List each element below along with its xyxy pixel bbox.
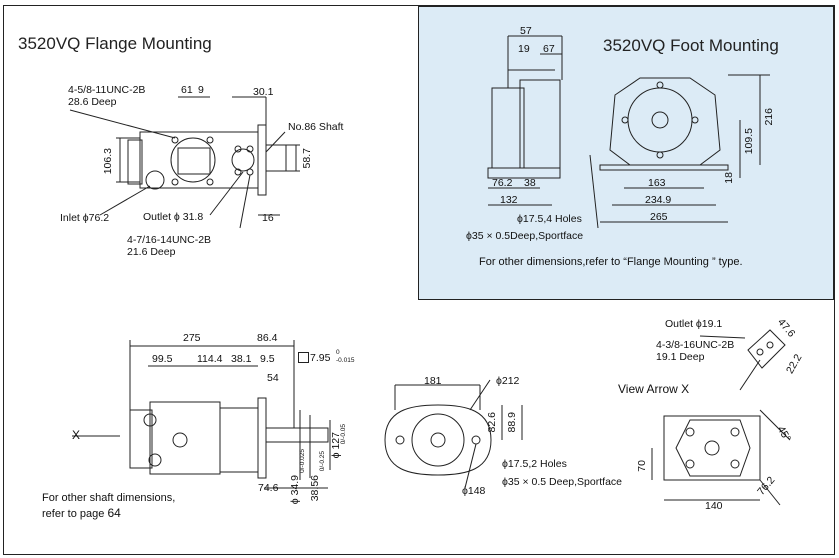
side-note-line2: refer to page 64 [42,506,121,520]
side-note-text: refer to page [42,508,105,520]
flange-dim-61: 61 [181,84,193,96]
foot-mounting-panel [418,6,834,300]
flange-dim-106-3: 106.3 [102,148,114,175]
side-dim-38-56-tol: 0/-0.25 [319,451,326,472]
side-x-label: X [72,428,81,442]
arrow-x-outlet: Outlet ϕ19.1 [665,318,723,330]
arrow-x-dim-140: 140 [705,500,723,512]
flange-dim-30-1: 30.1 [253,86,274,98]
side-dim-7-95-tol-top: 0 [336,349,340,356]
flange-dim-9: 9 [198,84,204,96]
foot-dim-38: 38 [524,177,536,189]
foot-front-drawing [590,75,770,228]
side-dim-34-9: ϕ 34.9 [289,475,301,505]
foot-dim-67: 67 [543,43,555,55]
arrow-x-thread: 4-3/8-16UNC-2B [656,339,735,351]
flange-inlet: Inlet ϕ76.2 [60,212,110,224]
side-dim-99-5: 99.5 [152,353,173,365]
foot-dim-132: 132 [500,194,518,206]
side-dim-34-9-tol: 0/-0.025 [299,449,306,473]
flange-shaft-label: No.86 Shaft [288,121,344,133]
front-view-drawing [385,380,522,488]
front-face: ϕ35 × 0.5 Deep,Sportface [502,476,623,488]
front-dim-212: ϕ212 [496,375,520,387]
arrow-x-view-label: View Arrow X [618,382,690,396]
square-key-icon [298,352,309,363]
foot-dim-109-5: 109.5 [743,128,755,155]
front-dim-181: 181 [424,375,442,387]
flange-dim-16: 16 [262,212,274,224]
side-dim-114-4: 114.4 [197,353,223,365]
side-dim-127-tol: 0/-0.05 [340,424,347,445]
front-dim-148: ϕ148 [462,485,486,497]
foot-dim-216: 216 [763,108,775,126]
front-dim-82-6: 82.6 [486,412,498,433]
flange-thread-b-depth: 21.6 Deep [127,246,176,258]
side-dim-54: 54 [267,372,279,384]
side-view-drawing [72,340,330,488]
foot-side-drawing [488,36,562,205]
side-note-page: 64 [107,506,121,520]
foot-dim-57: 57 [520,25,532,37]
flange-thread-a: 4-5/8-11UNC-2B [68,84,146,96]
side-dim-86-4: 86.4 [257,332,278,344]
arrow-x-dim-70: 70 [636,460,648,472]
side-dim-74-6: 74.6 [258,482,279,494]
side-dim-7-95-tol-bot: -0.015 [336,357,355,364]
foot-note: For other dimensions,refer to “Flange Mo… [479,256,743,268]
side-dim-7-95: 7.95 [310,352,331,364]
front-dim-88-9: 88.9 [506,412,518,433]
flange-dim-58-7: 58.7 [301,148,313,169]
flange-pump-drawing [70,97,300,228]
side-dim-38-1: 38.1 [231,353,252,365]
foot-face: ϕ35 × 0.5Deep,Sportface [466,230,584,242]
flange-thread-b: 4-7/16-14UNC-2B [127,234,212,246]
side-dim-38-56: 38.56 [309,475,321,502]
foot-holes: ϕ17.5,4 Holes [517,213,582,225]
foot-dim-265: 265 [650,211,668,223]
foot-title: 3520VQ Foot Mounting [603,36,779,55]
side-dim-275: 275 [183,332,201,344]
foot-dim-163: 163 [648,177,666,189]
foot-dim-234-9: 234.9 [645,194,672,206]
flange-thread-a-depth: 28.6 Deep [68,96,117,108]
front-holes: ϕ17.5,2 Holes [502,458,567,470]
foot-dim-19: 19 [518,43,530,55]
view-arrow-x-drawing [652,330,790,505]
foot-dim-18: 18 [723,172,735,184]
flange-outlet: Outlet ϕ 31.8 [143,211,204,223]
side-dim-9-5: 9.5 [260,353,275,365]
foot-dim-76-2: 76.2 [492,177,513,189]
side-note-line1: For other shaft dimensions, [42,492,176,504]
arrow-x-thread-depth: 19.1 Deep [656,351,705,363]
flange-title: 3520VQ Flange Mounting [18,34,212,53]
